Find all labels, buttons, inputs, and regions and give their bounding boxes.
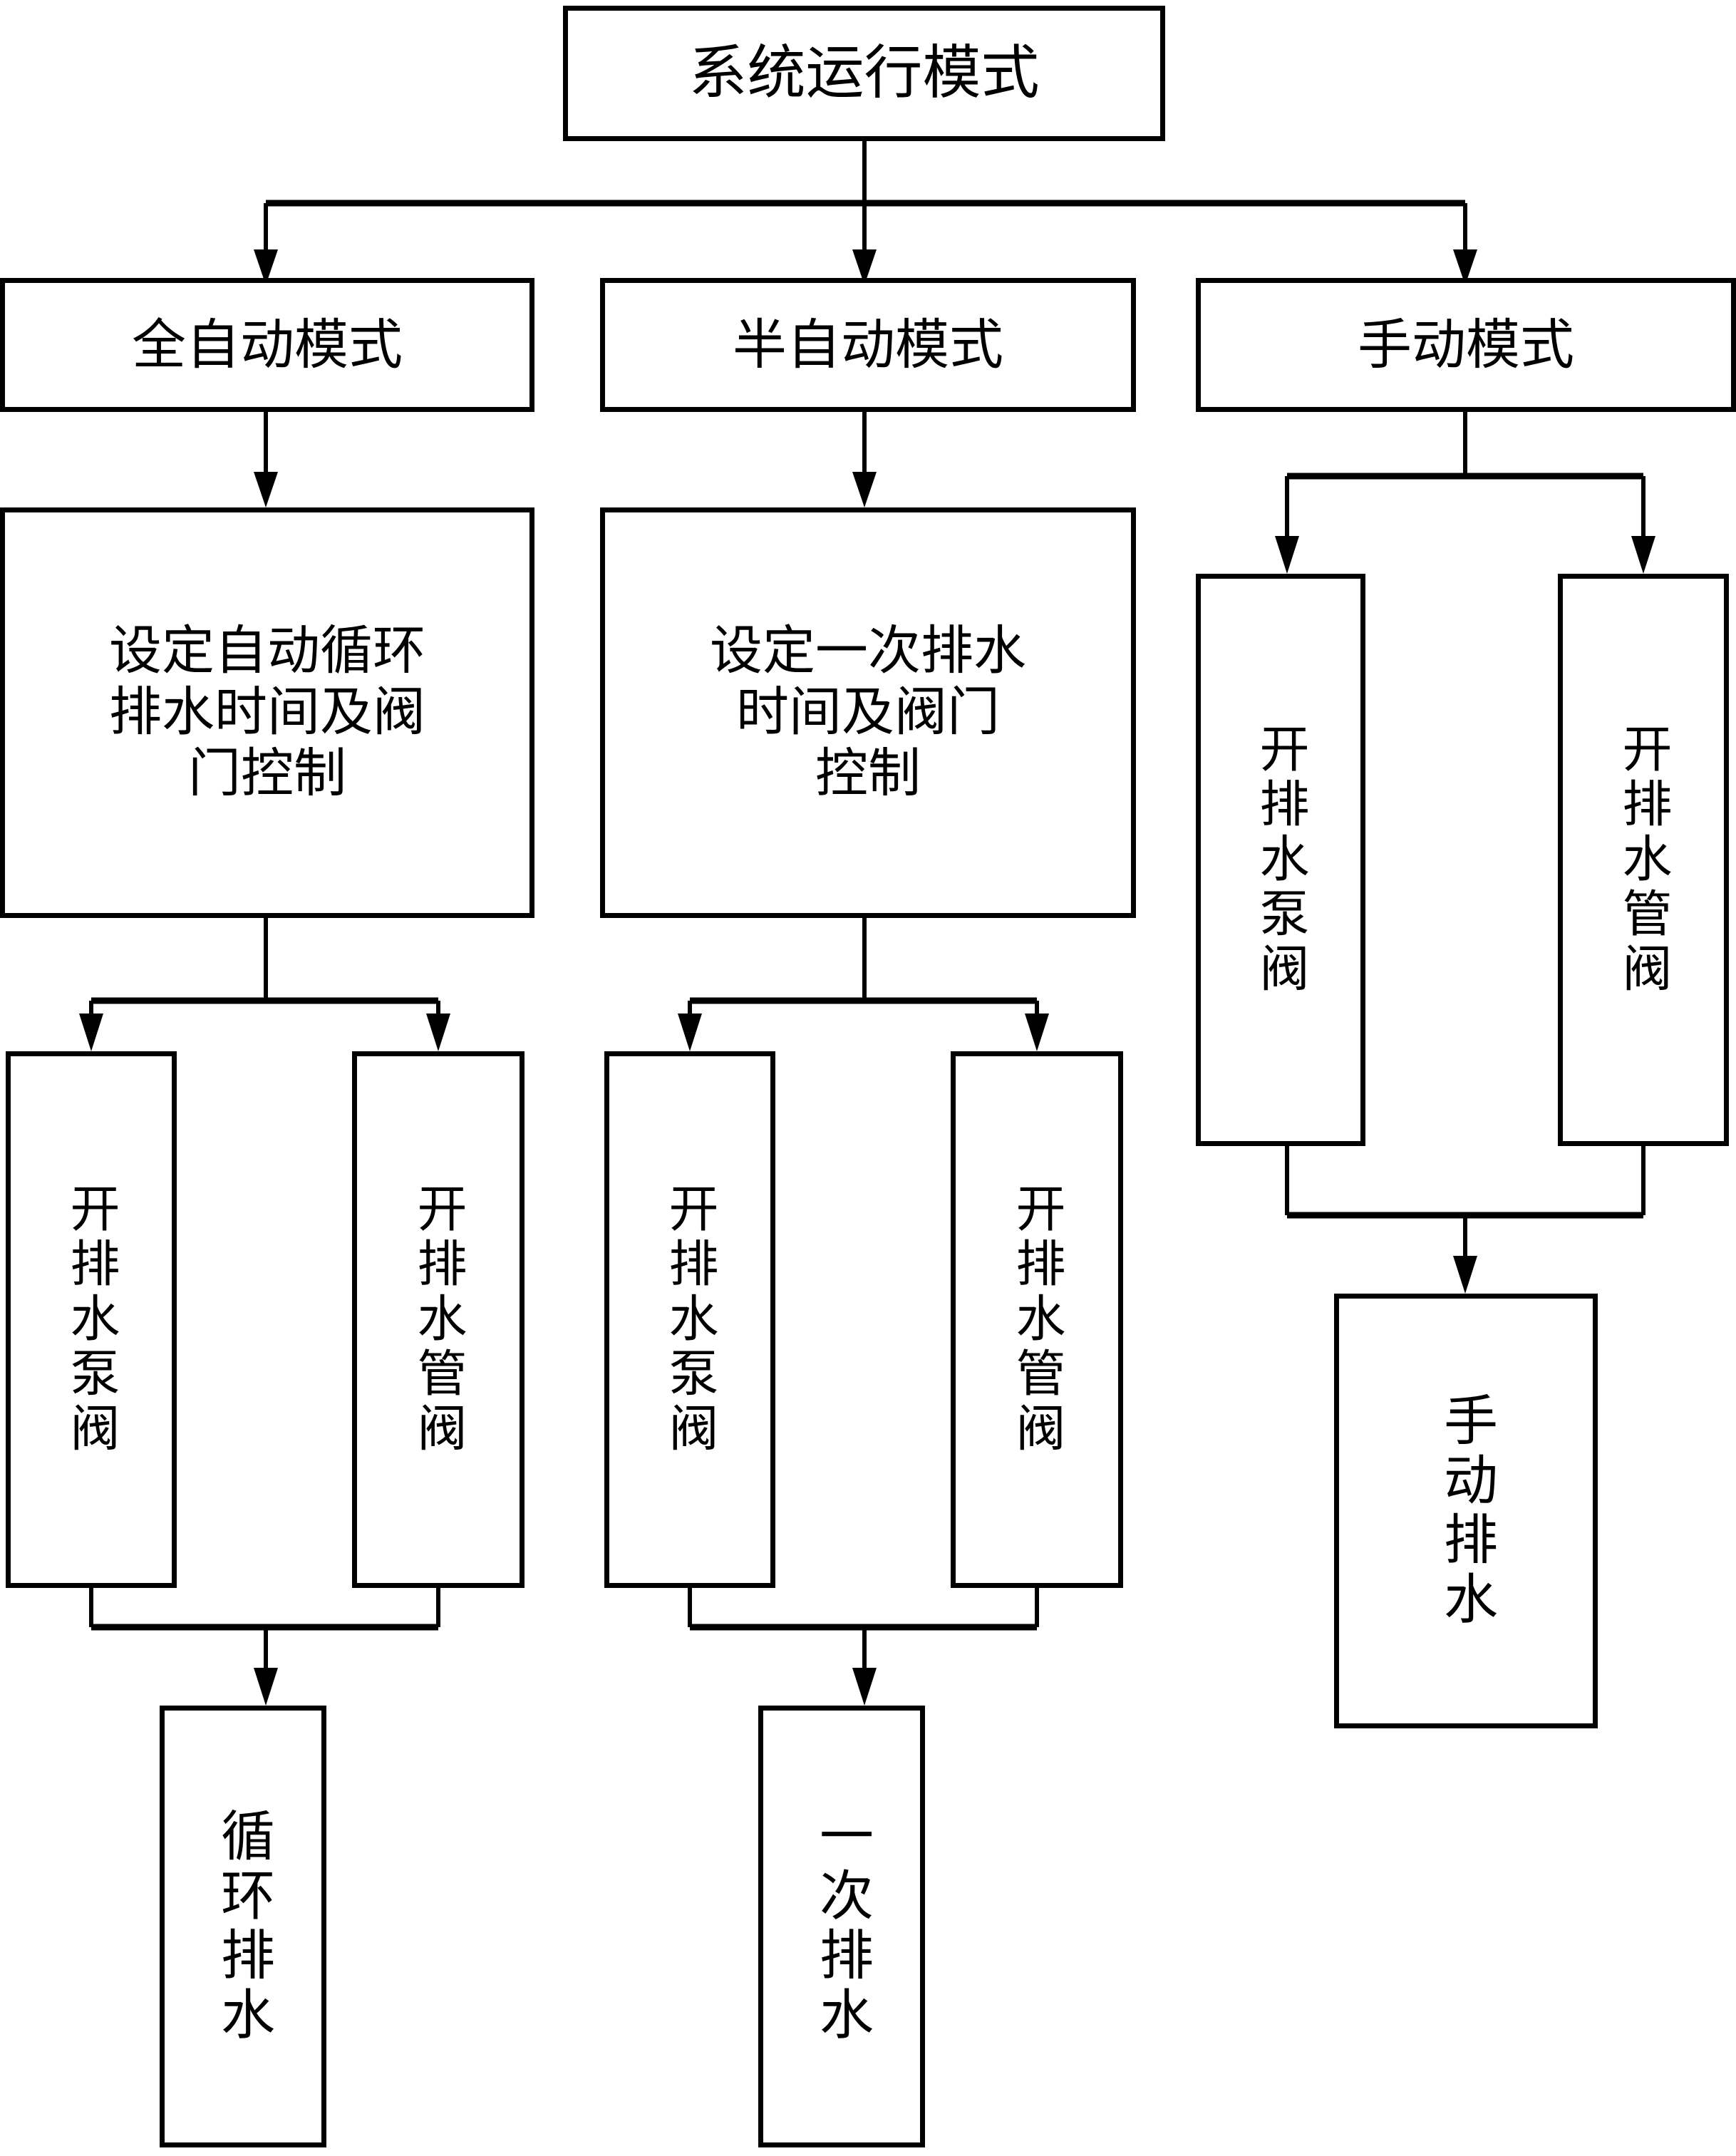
- node-result-manual-label: 手动排水: [1435, 1391, 1498, 1631]
- node-auto-pump-valve[interactable]: 开排水泵阀: [6, 1051, 177, 1588]
- edge-manualvalves-to-manual: [1285, 1146, 1645, 1294]
- node-auto-pipe-valve[interactable]: 开排水管阀: [352, 1051, 525, 1588]
- node-auto-pipe-valve-label: 开排水管阀: [409, 1182, 467, 1457]
- edge-auto-to-setting: [254, 411, 278, 507]
- edge-root-to-modes: [254, 140, 1477, 285]
- edge-semisetting-to-valves: [678, 918, 1049, 1051]
- node-manual-pipe-valve[interactable]: 开排水管阀: [1558, 574, 1729, 1146]
- node-manual-pump-valve-label: 开排水泵阀: [1251, 723, 1310, 997]
- edge-autovalves-to-cycle: [89, 1588, 440, 1706]
- node-mode-manual[interactable]: 手动模式: [1196, 278, 1736, 412]
- node-result-once-label: 一次排水: [810, 1807, 874, 2046]
- node-mode-semi-label: 半自动模式: [733, 312, 1003, 376]
- edge-manual-to-valves: [1275, 411, 1655, 574]
- node-mode-manual-label: 手动模式: [1358, 312, 1574, 376]
- edge-semivalves-to-once: [688, 1588, 1039, 1706]
- edge-autosetting-to-valves: [79, 918, 450, 1051]
- node-semi-pipe-valve[interactable]: 开排水管阀: [951, 1051, 1123, 1588]
- node-semi-setting-label: 设定一次排水 时间及阀门 控制: [710, 620, 1026, 804]
- node-result-cycle-label: 循环排水: [212, 1807, 275, 2046]
- node-mode-semi[interactable]: 半自动模式: [600, 278, 1136, 412]
- node-semi-pump-valve[interactable]: 开排水泵阀: [604, 1051, 775, 1588]
- node-result-cycle[interactable]: 循环排水: [160, 1706, 326, 2147]
- node-auto-setting[interactable]: 设定自动循环 排水时间及阀 门控制: [0, 507, 534, 918]
- node-semi-pipe-valve-label: 开排水管阀: [1008, 1182, 1066, 1457]
- node-mode-auto-label: 全自动模式: [132, 312, 403, 376]
- node-mode-auto[interactable]: 全自动模式: [0, 278, 534, 412]
- node-auto-setting-label: 设定自动循环 排水时间及阀 门控制: [109, 620, 425, 804]
- node-root-label: 系统运行模式: [688, 39, 1040, 108]
- node-manual-pipe-valve-label: 开排水管阀: [1614, 723, 1673, 997]
- node-root[interactable]: 系统运行模式: [563, 6, 1165, 141]
- node-semi-setting[interactable]: 设定一次排水 时间及阀门 控制: [600, 507, 1136, 918]
- node-result-manual[interactable]: 手动排水: [1334, 1294, 1598, 1728]
- node-semi-pump-valve-label: 开排水泵阀: [661, 1182, 719, 1457]
- node-auto-pump-valve-label: 开排水泵阀: [62, 1182, 120, 1457]
- edge-semi-to-setting: [852, 411, 877, 507]
- node-manual-pump-valve[interactable]: 开排水泵阀: [1196, 574, 1365, 1146]
- node-result-once[interactable]: 一次排水: [758, 1706, 925, 2147]
